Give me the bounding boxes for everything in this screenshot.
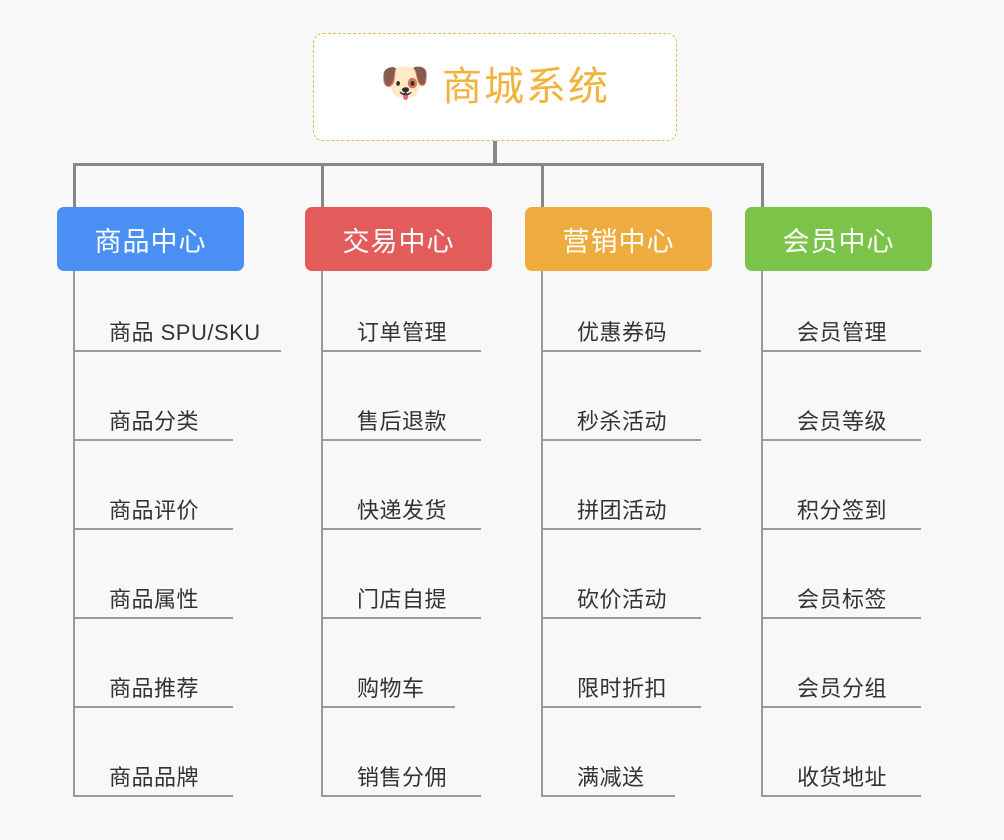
leaf-item-label: 积分签到 [797, 498, 888, 523]
leaf-trunk-line [761, 271, 763, 797]
category-label: 商品中心 [94, 226, 207, 257]
leaf-item-label: 会员分组 [797, 676, 888, 701]
leaf-item-label: 商品评价 [109, 498, 200, 523]
category-drop-line-product-center [73, 163, 76, 207]
leaf-item[interactable]: 销售分佣 [321, 729, 481, 797]
leaf-item[interactable]: 快递发货 [321, 462, 481, 530]
leaf-trunk-line [541, 271, 543, 797]
leaf-item[interactable]: 会员管理 [761, 284, 921, 352]
root-title: 商城系统 [442, 65, 610, 109]
category-box-member-center[interactable]: 会员中心 [745, 207, 932, 271]
shiba-dog-face-icon: 🐶 [380, 61, 430, 105]
leaf-trunk-line [73, 271, 75, 797]
leaf-item-label: 订单管理 [357, 320, 448, 345]
category-drop-line-marketing-center [541, 163, 544, 207]
leaf-item-label: 收货地址 [797, 765, 888, 790]
leaf-item-label: 商品 SPU/SKU [109, 320, 261, 345]
leaf-item[interactable]: 售后退款 [321, 373, 481, 441]
leaf-item[interactable]: 商品分类 [73, 373, 233, 441]
category-box-marketing-center[interactable]: 营销中心 [525, 207, 712, 271]
leaf-item[interactable]: 商品推荐 [73, 640, 233, 708]
leaf-item[interactable]: 满减送 [541, 729, 675, 797]
leaf-item[interactable]: 商品 SPU/SKU [73, 284, 281, 352]
leaf-item[interactable]: 购物车 [321, 640, 455, 708]
leaf-item-label: 拼团活动 [577, 498, 668, 523]
leaf-item-label: 销售分佣 [357, 765, 448, 790]
leaf-item[interactable]: 会员标签 [761, 551, 921, 619]
leaf-item-label: 商品推荐 [109, 676, 200, 701]
root-node[interactable]: 🐶 商城系统 [313, 33, 677, 141]
leaf-item[interactable]: 限时折扣 [541, 640, 701, 708]
category-label: 会员中心 [782, 226, 895, 257]
leaf-item[interactable]: 优惠券码 [541, 284, 701, 352]
leaf-item[interactable]: 门店自提 [321, 551, 481, 619]
category-label: 营销中心 [562, 226, 675, 257]
leaf-item[interactable]: 积分签到 [761, 462, 921, 530]
leaf-item[interactable]: 收货地址 [761, 729, 921, 797]
leaf-item[interactable]: 秒杀活动 [541, 373, 701, 441]
leaf-item-label: 会员管理 [797, 320, 888, 345]
leaf-item-label: 限时折扣 [577, 676, 668, 701]
leaf-item[interactable]: 商品品牌 [73, 729, 233, 797]
leaf-item[interactable]: 砍价活动 [541, 551, 701, 619]
leaf-item[interactable]: 会员分组 [761, 640, 921, 708]
leaf-item-label: 会员标签 [797, 587, 888, 612]
leaf-item-label: 快递发货 [357, 498, 448, 523]
category-drop-line-member-center [761, 163, 764, 207]
leaf-item-label: 满减送 [577, 765, 645, 790]
leaf-item-label: 售后退款 [357, 409, 448, 434]
leaf-item-label: 商品品牌 [109, 765, 200, 790]
leaf-item-label: 商品分类 [109, 409, 200, 434]
horizontal-bus-line [73, 163, 764, 166]
leaf-item-label: 秒杀活动 [577, 409, 668, 434]
category-box-trade-center[interactable]: 交易中心 [305, 207, 492, 271]
category-label: 交易中心 [342, 226, 455, 257]
root-stem-line [493, 141, 497, 166]
leaf-item[interactable]: 商品属性 [73, 551, 233, 619]
leaf-item-label: 商品属性 [109, 587, 200, 612]
leaf-item[interactable]: 订单管理 [321, 284, 481, 352]
leaf-item-label: 门店自提 [357, 587, 448, 612]
leaf-item[interactable]: 拼团活动 [541, 462, 701, 530]
leaf-trunk-line [321, 271, 323, 797]
leaf-item-label: 会员等级 [797, 409, 888, 434]
leaf-item[interactable]: 商品评价 [73, 462, 233, 530]
leaf-item-label: 购物车 [357, 676, 425, 701]
category-box-product-center[interactable]: 商品中心 [57, 207, 244, 271]
leaf-item-label: 砍价活动 [577, 587, 668, 612]
category-drop-line-trade-center [321, 163, 324, 207]
leaf-item-label: 优惠券码 [577, 320, 668, 345]
leaf-item[interactable]: 会员等级 [761, 373, 921, 441]
